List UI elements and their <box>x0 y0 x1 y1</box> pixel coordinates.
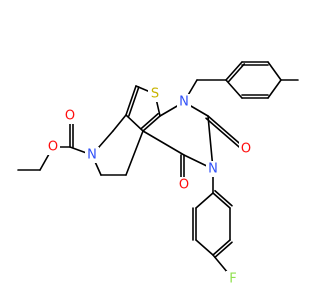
svg-text:F: F <box>229 272 236 287</box>
bond-14 <box>125 130 144 176</box>
bond-2 <box>142 115 161 132</box>
svg-text:O: O <box>179 178 189 193</box>
nitrogen-atom-ring: N <box>85 147 99 163</box>
double-bond-0 <box>205 117 245 153</box>
bond-3 <box>125 114 144 132</box>
bond-4 <box>125 85 137 116</box>
oxygen-atom-ester-carbonyl: O <box>63 108 77 124</box>
oxygen-atom-c4-carbonyl: O <box>177 177 191 193</box>
svg-text:O: O <box>241 142 251 157</box>
bond-37 <box>212 192 231 209</box>
bond-32 <box>195 192 214 209</box>
double-bond-7 <box>214 241 233 259</box>
double-bond-5 <box>227 63 246 83</box>
bond-34 <box>195 239 214 256</box>
sulfur-atom: S <box>148 86 162 102</box>
oxygen-atom-ester-ether: O <box>46 139 60 155</box>
bond-10 <box>112 114 127 132</box>
fluorine-atom: F <box>226 271 240 287</box>
bond-24 <box>225 61 243 81</box>
bond-7 <box>207 115 214 170</box>
double-bond-8 <box>214 189 233 207</box>
chemical-structure: S N N N O O O O <box>17 61 299 287</box>
svg-text:S: S <box>151 87 159 102</box>
nitrogen-atom-n3: N <box>206 161 220 177</box>
oxygen-atom-c2-carbonyl: O <box>239 141 253 157</box>
svg-text:O: O <box>65 109 75 124</box>
bond-35 <box>212 239 231 256</box>
svg-text:N: N <box>208 162 218 177</box>
svg-text:O: O <box>48 140 58 155</box>
svg-text:N: N <box>179 95 189 110</box>
double-bond-10 <box>140 112 159 130</box>
svg-text:N: N <box>87 148 97 163</box>
bond-29 <box>225 79 243 99</box>
nitrogen-atom-n1: N <box>177 94 191 110</box>
bond-26 <box>267 61 282 81</box>
atom-label-layer: S N N N O O O O <box>46 86 253 287</box>
bond-9 <box>142 130 185 156</box>
double-bond-9 <box>128 86 140 117</box>
bond-27 <box>267 79 282 99</box>
